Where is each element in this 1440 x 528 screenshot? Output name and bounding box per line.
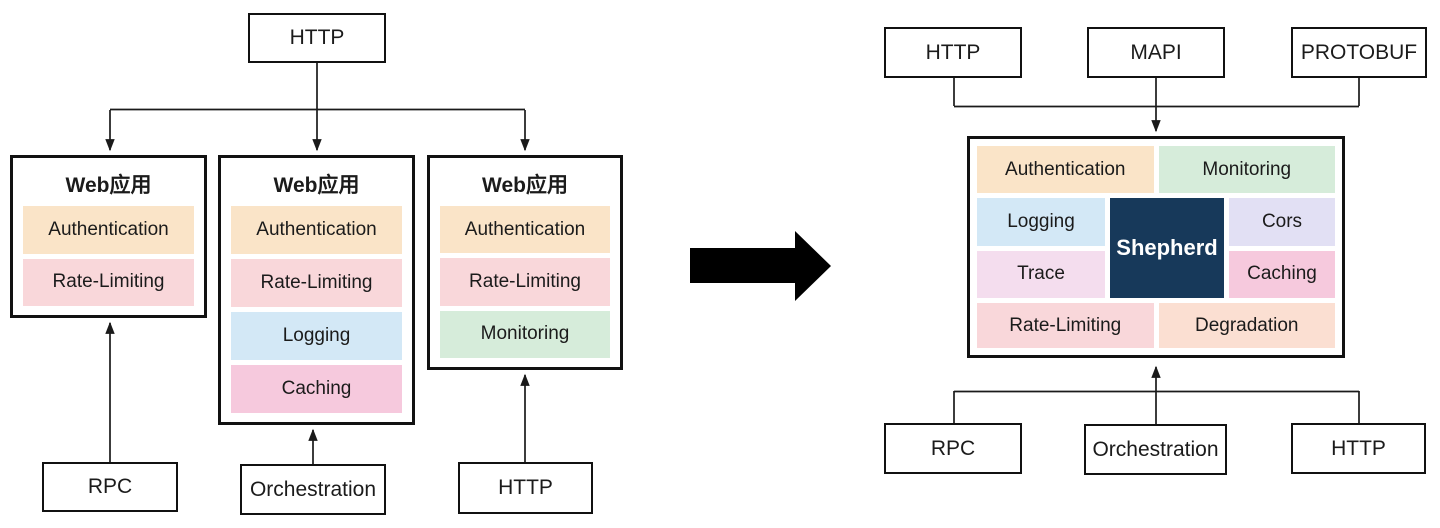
gateway-top-row: Authentication Monitoring — [977, 146, 1335, 193]
middleware-row-rate-limiting: Rate-Limiting — [231, 259, 402, 307]
protocol-box-orchestration-left: Orchestration — [240, 464, 386, 515]
middleware-row-authentication: Authentication — [23, 206, 194, 254]
gateway-container: Authentication Monitoring Logging Trace … — [967, 136, 1345, 358]
protocol-box-http-top: HTTP — [248, 13, 386, 63]
gateway-right-column: Cors Caching — [1229, 198, 1335, 298]
protocol-label: HTTP — [498, 476, 553, 499]
gateway-bottom-row: Rate-Limiting Degradation — [977, 303, 1335, 348]
protocol-label: RPC — [930, 436, 976, 460]
protocol-label: HTTP — [289, 26, 345, 49]
middleware-row-caching: Caching — [231, 365, 402, 413]
middleware-list: Authentication Rate-Limiting Logging Cac… — [221, 204, 412, 422]
protocol-box-rpc-right: RPC — [884, 423, 1022, 474]
gateway-cell-degradation: Degradation — [1158, 303, 1335, 348]
gateway-cell-rate-limiting: Rate-Limiting — [977, 303, 1154, 348]
protocol-label: HTTP — [1331, 436, 1386, 460]
middleware-list: Authentication Rate-Limiting — [13, 204, 204, 315]
middleware-row-monitoring: Monitoring — [440, 310, 610, 358]
gateway-cell-monitoring: Monitoring — [1158, 146, 1335, 193]
web-app-title: Web应用 — [65, 174, 152, 197]
protocol-box-http-bottom-right: HTTP — [1291, 423, 1426, 474]
web-app-title: Web应用 — [482, 174, 568, 197]
transform-arrow-icon — [690, 231, 831, 301]
gateway-cell-logging: Logging — [977, 198, 1105, 246]
protocol-label: PROTOBUF — [1300, 40, 1418, 64]
gateway-middle-band: Logging Trace Shepherd Cors Caching — [977, 198, 1335, 298]
middleware-row-logging: Logging — [231, 312, 402, 360]
middleware-row-rate-limiting: Rate-Limiting — [23, 258, 194, 306]
gateway-cell-caching: Caching — [1229, 250, 1335, 298]
shepherd-core: Shepherd — [1110, 198, 1224, 298]
protocol-label: RPC — [87, 475, 133, 498]
gateway-left-column: Logging Trace — [977, 198, 1105, 298]
protocol-label: Orchestration — [249, 477, 377, 501]
protocol-box-orchestration-right: Orchestration — [1084, 424, 1227, 475]
web-app-box-1: Web应用 Authentication Rate-Limiting — [10, 155, 207, 318]
middleware-list: Authentication Rate-Limiting Monitoring — [430, 204, 620, 367]
gateway-cell-cors: Cors — [1229, 198, 1335, 246]
middleware-row-rate-limiting: Rate-Limiting — [440, 258, 610, 306]
gateway-cell-authentication: Authentication — [977, 146, 1154, 193]
protocol-box-rpc-left: RPC — [42, 462, 178, 512]
web-app-title: Web应用 — [273, 174, 360, 197]
web-app-box-3: Web应用 Authentication Rate-Limiting Monit… — [427, 155, 623, 370]
middleware-row-authentication: Authentication — [440, 206, 610, 254]
protocol-box-http-top-right: HTTP — [884, 27, 1022, 78]
protocol-label: MAPI — [1130, 40, 1182, 64]
middleware-row-authentication: Authentication — [231, 206, 402, 254]
protocol-box-mapi: MAPI — [1087, 27, 1225, 78]
protocol-label: Orchestration — [1092, 437, 1219, 461]
protocol-box-protobuf: PROTOBUF — [1291, 27, 1427, 78]
protocol-label: HTTP — [925, 40, 981, 64]
web-app-box-2: Web应用 Authentication Rate-Limiting Loggi… — [218, 155, 415, 425]
protocol-box-http-bottom-left: HTTP — [458, 462, 593, 514]
gateway-cell-trace: Trace — [977, 250, 1105, 298]
